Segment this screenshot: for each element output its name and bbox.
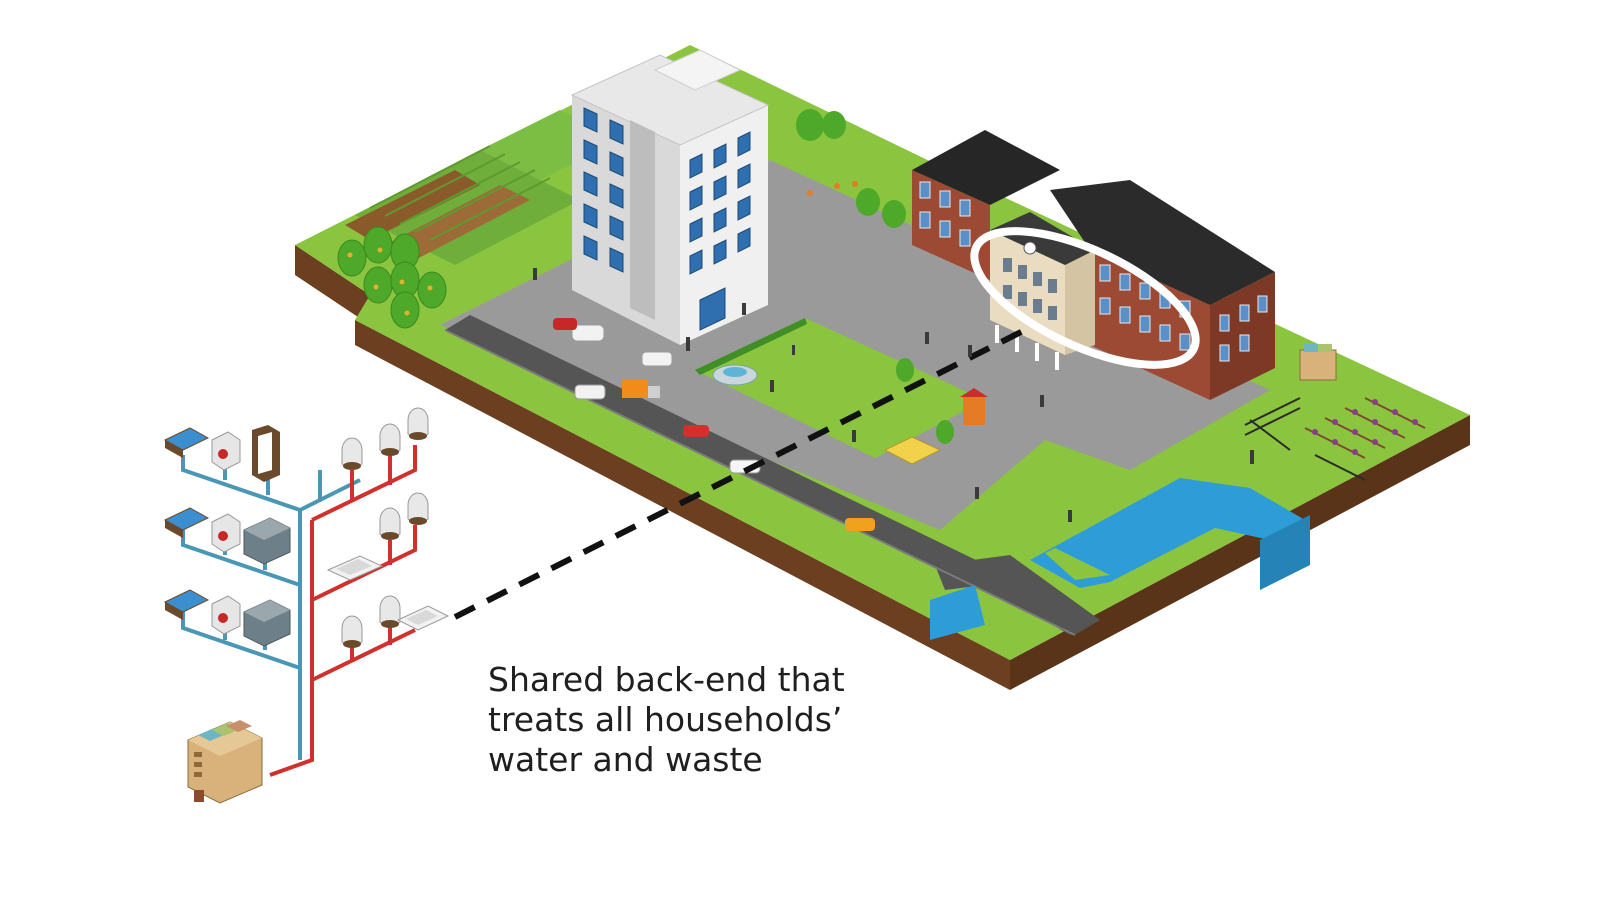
soil-right-side — [1010, 415, 1470, 690]
bathtub-icon — [163, 507, 210, 538]
treatment-unit-icon — [187, 720, 263, 804]
toilet-icon — [379, 423, 401, 456]
household-plumbing-diagram — [163, 407, 450, 804]
central-park — [695, 318, 988, 465]
highlight-ellipse — [970, 227, 1200, 369]
toilet-icon — [407, 492, 429, 525]
fence — [1244, 397, 1366, 481]
washing-machine-icon — [211, 431, 241, 471]
hall-roof — [1050, 180, 1275, 305]
playground-slide — [963, 395, 985, 425]
orchard-trees — [337, 226, 447, 329]
caption-line-1: Shared back-end that — [488, 660, 845, 699]
park-lawn — [695, 318, 985, 458]
kitchen-sink-icon — [243, 599, 291, 647]
toilet-icon — [341, 615, 363, 648]
soil-left-side — [295, 245, 370, 325]
park-trees — [796, 109, 906, 228]
sink-icon — [326, 555, 384, 581]
washing-machine-icon — [211, 595, 241, 635]
kitchen-sink-icon — [243, 517, 291, 565]
caption-line-2: treats all households’ — [488, 700, 843, 739]
clock-icon — [1023, 241, 1037, 255]
sink-icon — [396, 605, 450, 631]
shower-icon — [252, 425, 280, 482]
canal-under-bridge — [930, 585, 985, 640]
main-road — [445, 315, 1100, 635]
bathtub-icon — [163, 427, 210, 458]
vineyard — [1299, 344, 1426, 459]
bridge-road — [935, 555, 1100, 635]
canal — [930, 478, 1310, 640]
apartment-building — [570, 49, 770, 345]
washing-machine-icon — [211, 513, 241, 553]
toilet-icon — [379, 507, 401, 540]
caption-line-3: water and waste — [488, 740, 763, 779]
sandpit — [883, 436, 942, 465]
callout-caption: Shared back-end that treats all househol… — [488, 660, 908, 780]
toilet-icon — [341, 437, 363, 470]
toilet-icon — [407, 407, 429, 440]
canal-water — [1030, 478, 1305, 588]
bathtub-icon — [163, 589, 210, 620]
hall-left-wing-front — [912, 170, 990, 280]
treatment-unit-icon — [1299, 349, 1337, 381]
people — [533, 181, 1254, 522]
toilet-icon — [379, 595, 401, 628]
brick-hall-building — [912, 130, 1275, 400]
vehicles — [553, 318, 875, 531]
